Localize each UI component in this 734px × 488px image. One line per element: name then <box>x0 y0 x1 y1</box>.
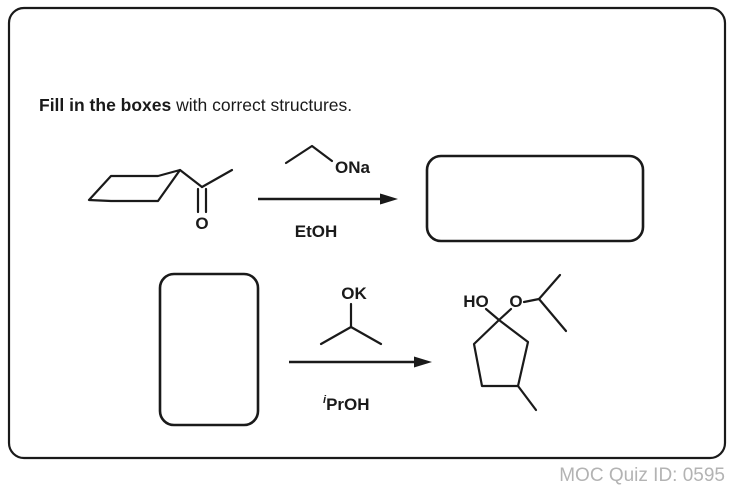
bond-ring-carbonyl <box>178 168 204 189</box>
bond-ch-methyl-down <box>537 297 568 333</box>
instruction-text: Fill in the boxes with correct structure… <box>39 95 352 115</box>
ketone-oxygen-label: O <box>195 214 208 233</box>
reagent-sodium-ethoxide: ONa <box>284 144 371 177</box>
arrow-head-1 <box>380 193 398 205</box>
answer-box-reactant-2[interactable] <box>158 272 260 427</box>
arrow-head-2 <box>414 356 432 368</box>
bond-oh-carbon <box>484 307 501 322</box>
ether-oxygen-label: O <box>509 292 522 311</box>
reaction-1: O ONa EtOH <box>87 144 645 243</box>
reactant-cyclohexyl-methyl-ketone: O <box>87 168 234 233</box>
instruction-bold: Fill in the boxes <box>39 95 172 115</box>
cyclopentane-ring <box>472 318 530 388</box>
reagent-potassium-isopropoxide: OK <box>319 284 383 346</box>
bond-carbonyl-methyl <box>200 168 234 189</box>
bond-ch-methyl-a <box>319 325 353 346</box>
hydroxyl-label: HO <box>463 292 489 311</box>
solvent-etoh-label: EtOH <box>295 222 338 241</box>
reagent-ok-label: OK <box>341 284 367 303</box>
reagent-onA-label: ONa <box>335 158 371 177</box>
quiz-id-footer: MOC Quiz ID: 0595 <box>559 465 725 486</box>
bond-ring-methyl <box>516 384 538 412</box>
solvent-iso-prefix: i <box>323 394 327 406</box>
product-hemiketal: HO O <box>463 273 568 412</box>
bond-ch-methyl-b <box>349 325 383 346</box>
answer-box-product-1[interactable] <box>425 154 645 243</box>
bond-oether-ch <box>522 297 541 304</box>
reaction-2: OK iPrOH HO O <box>158 272 568 427</box>
ethyl-chain <box>284 144 334 165</box>
solvent-iproh-label: iPrOH <box>323 394 370 414</box>
bond-ch-methyl-up <box>537 273 562 301</box>
bond-carbon-oether <box>497 307 513 322</box>
solvent-proh: PrOH <box>326 395 369 414</box>
instruction-rest: with correct structures. <box>171 95 352 115</box>
